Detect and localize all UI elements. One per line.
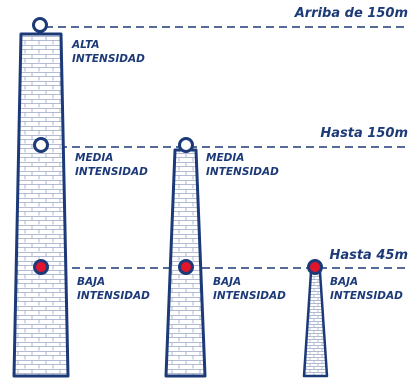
red-obstruction-light-icon <box>307 259 323 275</box>
medium-baja-line2: INTENSIDAD <box>213 290 286 302</box>
medium-media-line1: MEDIA <box>206 152 245 164</box>
tall-alta-label: ALTA INTENSIDAD <box>72 38 145 66</box>
tall-media-label: MEDIA INTENSIDAD <box>75 151 148 179</box>
medium-baja-line1: BAJA <box>213 276 242 288</box>
white-obstruction-light-icon <box>32 17 48 33</box>
short-tower <box>302 270 329 378</box>
red-obstruction-light-icon <box>178 259 194 275</box>
tall-alta-line1: ALTA <box>72 39 100 51</box>
white-obstruction-light-icon <box>33 137 49 153</box>
medium-media-label: MEDIA INTENSIDAD <box>206 151 279 179</box>
short-baja-line1: BAJA <box>330 276 359 288</box>
red-obstruction-light-icon <box>33 259 49 275</box>
tall-baja-line2: INTENSIDAD <box>77 290 150 302</box>
short-baja-label: BAJA INTENSIDAD <box>330 275 403 303</box>
medium-media-line2: INTENSIDAD <box>206 166 279 178</box>
tall-baja-label: BAJA INTENSIDAD <box>77 275 150 303</box>
tall-baja-line1: BAJA <box>77 276 106 288</box>
tall-alta-line2: INTENSIDAD <box>72 53 145 65</box>
tall-media-line1: MEDIA <box>75 152 114 164</box>
level-label-mid: Hasta 150m <box>320 126 408 141</box>
level-label-top: Arriba de 150m <box>294 6 408 21</box>
medium-baja-label: BAJA INTENSIDAD <box>213 275 286 303</box>
white-obstruction-light-icon <box>178 137 194 153</box>
tall-media-line2: INTENSIDAD <box>75 166 148 178</box>
tall-tower <box>12 32 70 378</box>
short-baja-line2: INTENSIDAD <box>330 290 403 302</box>
level-label-low: Hasta 45m <box>329 248 408 263</box>
